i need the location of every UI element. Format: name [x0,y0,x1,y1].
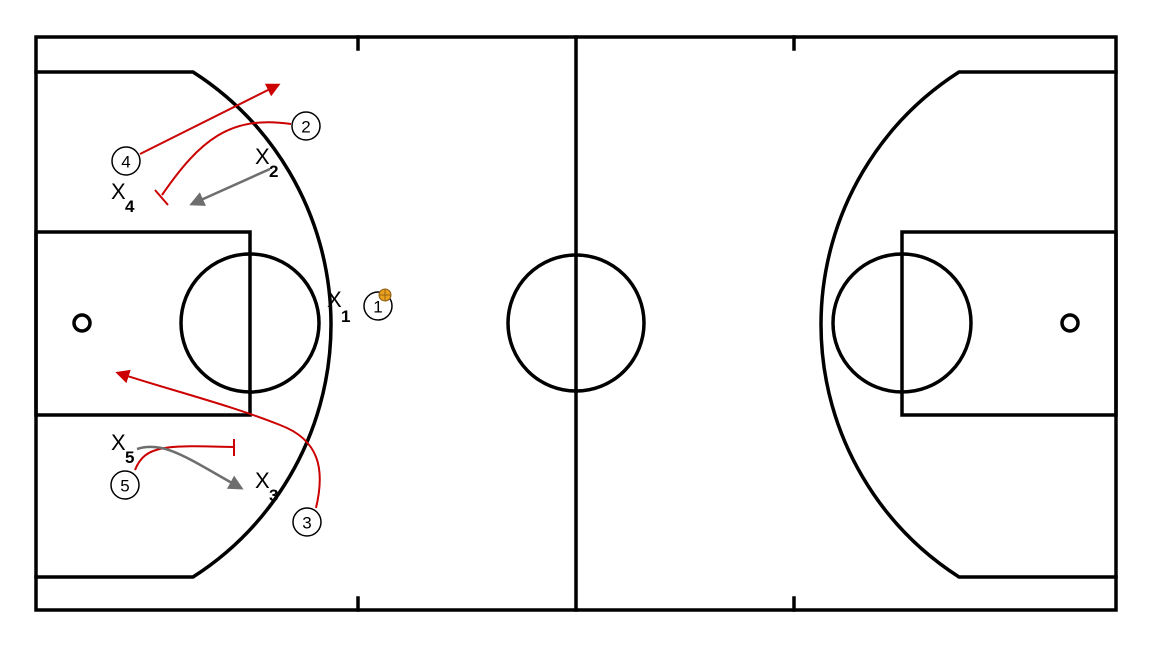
defender-mark: X [327,287,342,312]
center-circle [506,253,646,393]
offensive-players: 1 2 3 4 5 [110,111,393,537]
defender-number: 2 [269,162,278,181]
court-lines [34,35,1118,612]
defender-mark: X [111,179,126,204]
defense-path-x2 [189,167,271,206]
basket-left [72,313,92,333]
defense-player-x1[interactable]: X 1 [327,287,350,326]
three-point-line-right [819,70,1118,579]
defender-mark: X [255,468,270,493]
defender-mark: X [255,144,270,169]
cut-path-player-3 [115,369,321,509]
offense-player-2[interactable]: 2 [291,111,321,141]
defense-player-x2[interactable]: X 2 [255,144,278,181]
player-label: 4 [121,153,130,172]
offense-player-4[interactable]: 4 [111,146,141,176]
free-throw-circle-left [179,252,321,394]
three-point-line-left [34,70,333,579]
defense-player-x3[interactable]: X 3 [255,468,278,505]
defender-number: 3 [269,486,278,505]
player-label: 1 [373,298,382,317]
player-label: 2 [301,118,310,137]
defense-player-x4[interactable]: X 4 [111,179,135,216]
defense-player-x5[interactable]: X 5 [111,430,134,467]
key-left [34,230,252,417]
player-label: 5 [120,477,129,496]
defender-number: 5 [125,448,134,467]
offense-player-3[interactable]: 3 [292,507,322,537]
defender-mark: X [111,430,126,455]
screen-bar-icon [154,189,169,206]
free-throw-circle-right [831,252,973,394]
play-movements [115,83,321,509]
screen-path-player-2 [161,121,292,196]
offense-player-1[interactable]: 1 [363,288,393,321]
defender-number: 4 [125,197,135,216]
cut-path-player-4 [139,83,281,155]
key-right [900,230,1118,417]
basket-right [1060,313,1080,333]
offense-player-5[interactable]: 5 [110,470,140,500]
defensive-players: X 1 X 2 X 3 X 4 X 5 [111,144,350,505]
defender-number: 1 [341,307,350,326]
defense-path-x5 [136,445,244,490]
player-label: 3 [302,514,311,533]
